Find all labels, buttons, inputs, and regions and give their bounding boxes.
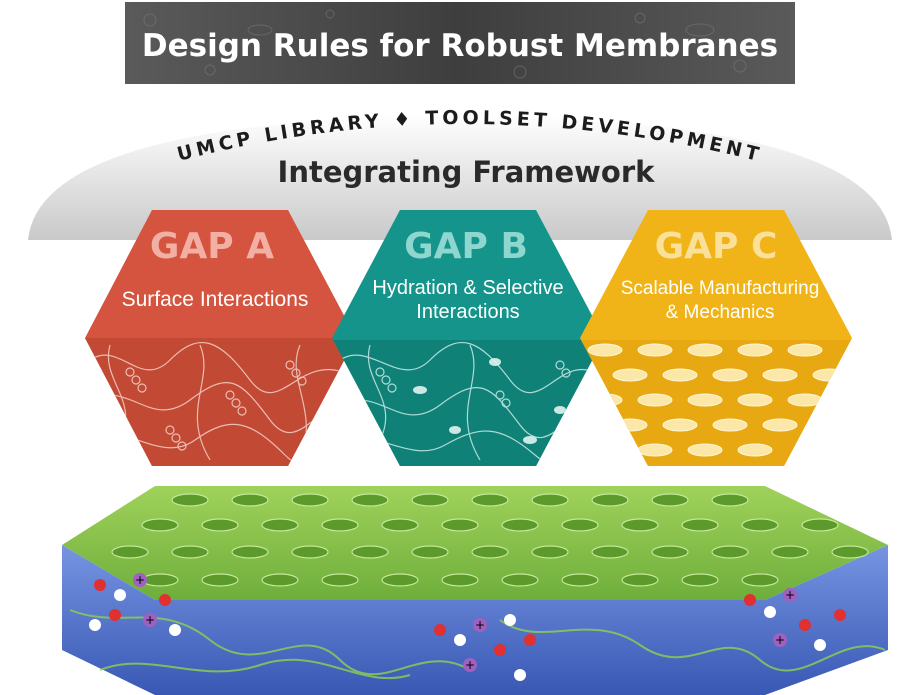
gap-b-subtitle-line1: Hydration & Selective bbox=[372, 277, 563, 299]
ion-cluster-right: + + bbox=[744, 588, 846, 651]
svg-text:+: + bbox=[475, 618, 485, 632]
banner-texture bbox=[143, 9, 747, 79]
gap-c-subtitle-line2: & Mechanics bbox=[666, 302, 775, 323]
gap-c-hexagon: GAP C Scalable Manufacturing & Mechanics bbox=[580, 210, 852, 466]
gap-b-title: GAP B bbox=[404, 226, 528, 267]
svg-text:+: + bbox=[465, 658, 475, 672]
gap-a-title: GAP A bbox=[150, 226, 274, 267]
gap-a-subtitle: Surface Interactions bbox=[122, 288, 309, 311]
svg-text:+: + bbox=[785, 588, 795, 602]
svg-text:+: + bbox=[135, 573, 145, 587]
membrane-top-face bbox=[62, 486, 888, 600]
gap-b-polymer-pattern bbox=[332, 340, 604, 466]
gap-b-subtitle-line2: Interactions bbox=[416, 301, 519, 323]
title-banner: Design Rules for Robust Membranes bbox=[125, 2, 795, 84]
framework-title: Integrating Framework bbox=[278, 155, 656, 189]
gap-a-hexagon: GAP A Surface Interactions bbox=[85, 210, 356, 466]
svg-text:+: + bbox=[145, 613, 155, 627]
ion-cluster-left: + + bbox=[89, 573, 181, 636]
gap-c-subtitle-line1: Scalable Manufacturing bbox=[621, 278, 820, 299]
svg-text:+: + bbox=[775, 633, 785, 647]
gap-c-pore-pattern bbox=[580, 340, 852, 466]
gap-b-hexagon: GAP B Hydration & Selective Interactions bbox=[332, 210, 604, 466]
banner-background bbox=[125, 2, 795, 84]
membrane-pores bbox=[111, 493, 869, 587]
membrane-slab: + + + + + + bbox=[62, 486, 888, 695]
gap-a-polymer-pattern bbox=[85, 338, 356, 466]
banner-title: Design Rules for Robust Membranes bbox=[142, 28, 778, 64]
ion-cluster-center: + + bbox=[434, 614, 536, 681]
arc-background bbox=[28, 115, 892, 240]
gap-c-title: GAP C bbox=[655, 226, 778, 267]
